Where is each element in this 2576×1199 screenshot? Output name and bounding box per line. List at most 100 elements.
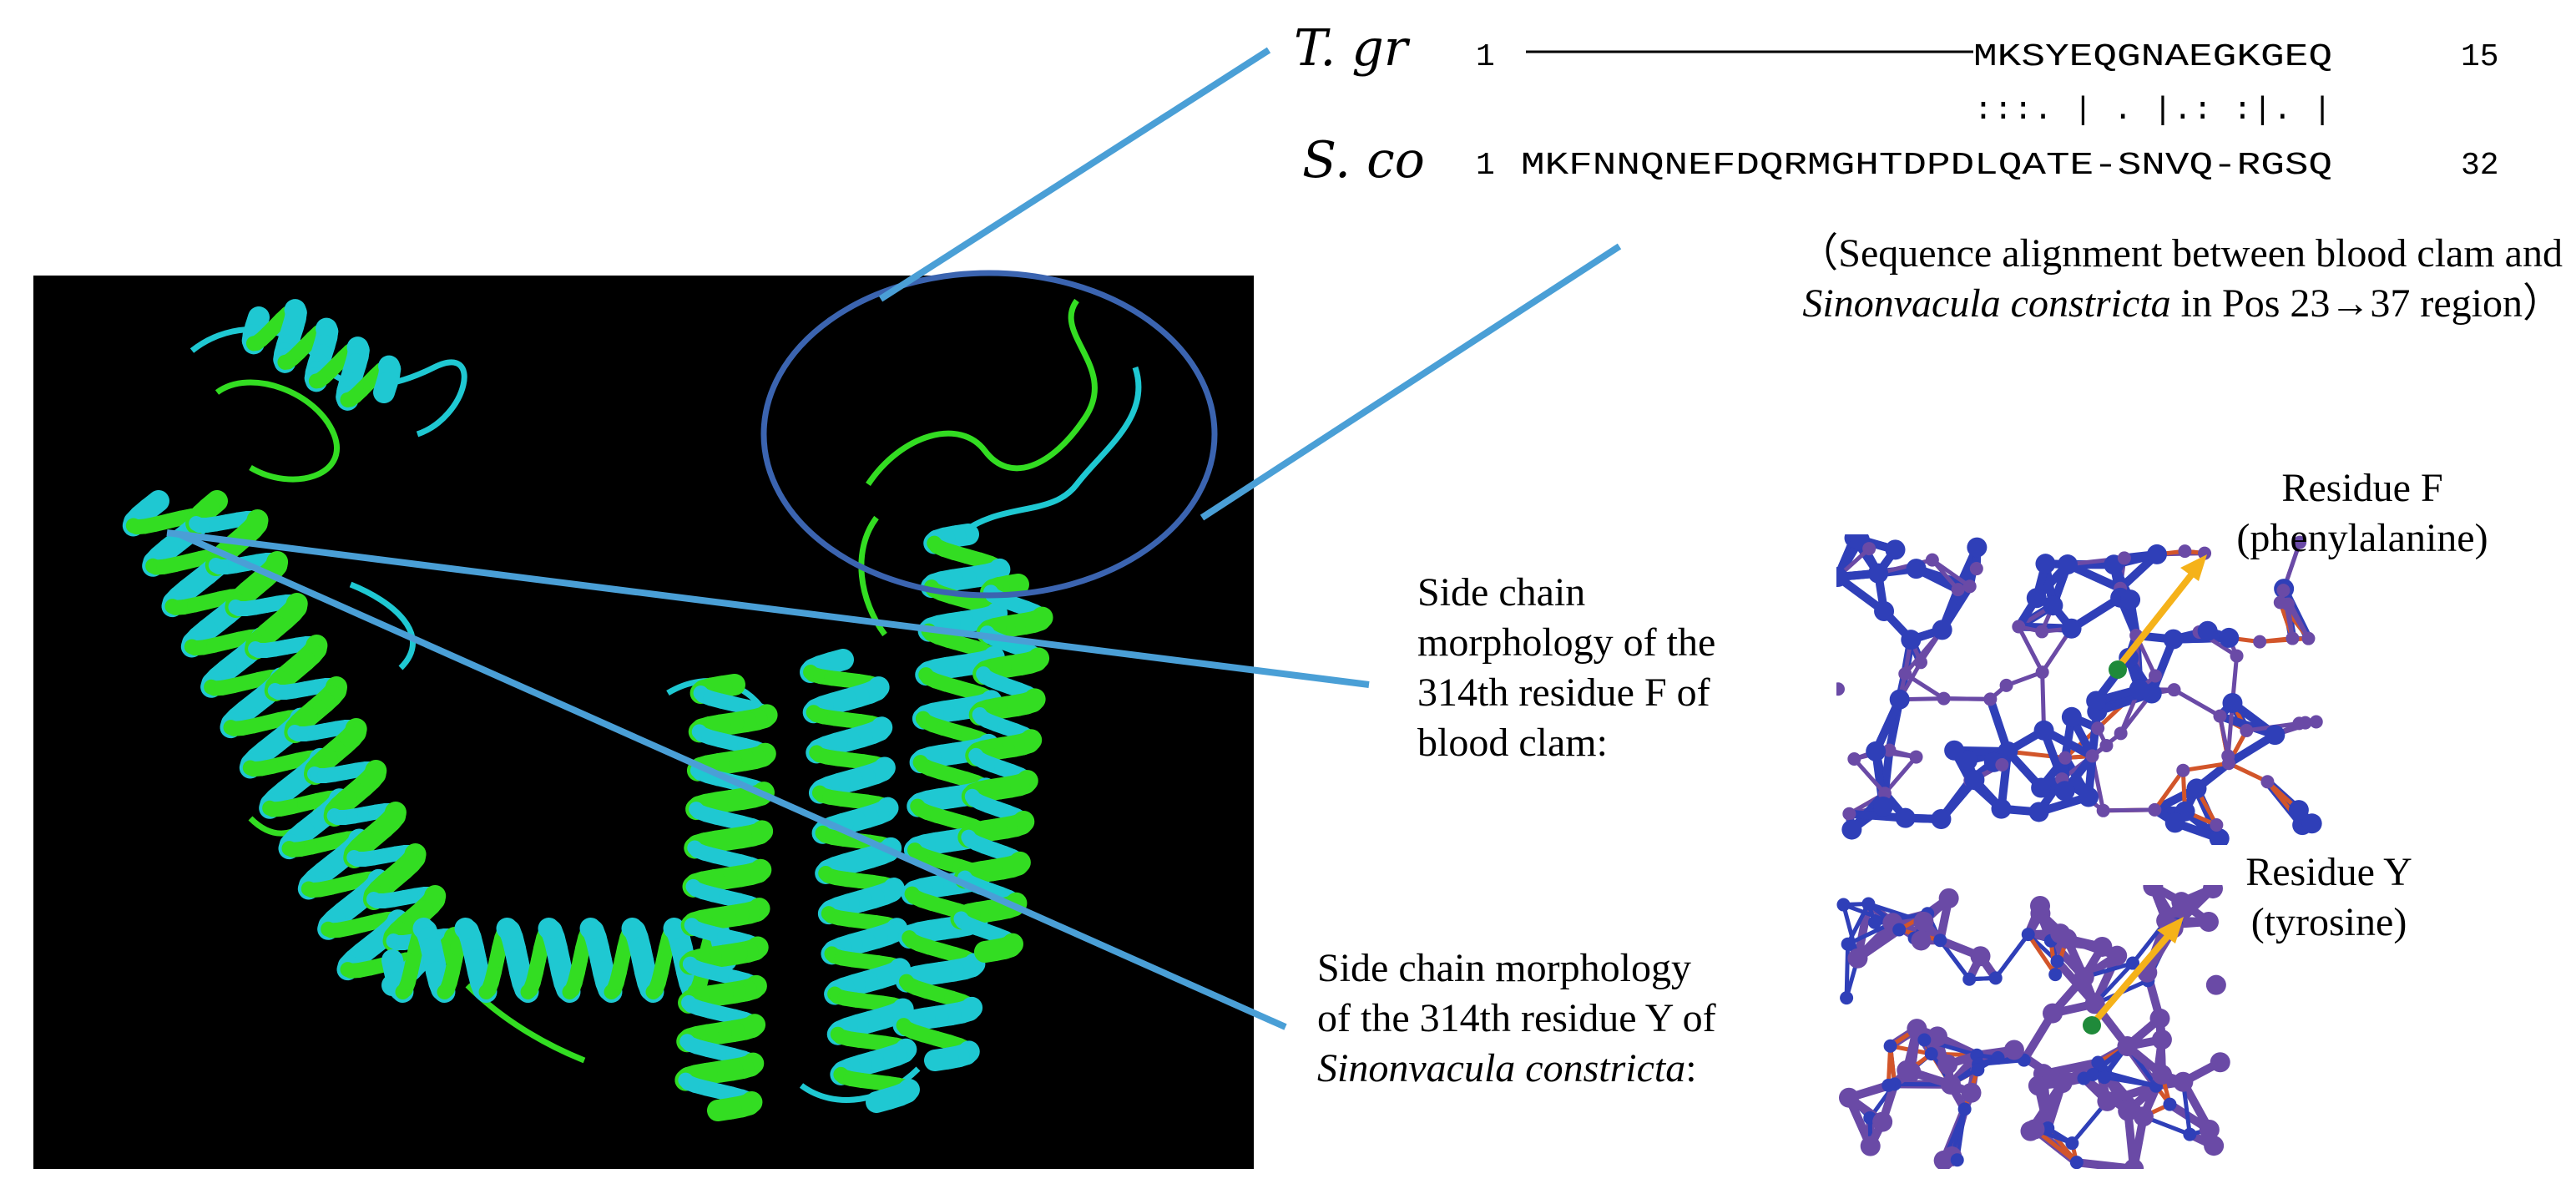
seq-bottom-sequence: MKFNNQNEFDQRMGHTDPDLQATE-SNVQ-RGSQ xyxy=(1521,148,2332,184)
atom xyxy=(2097,1090,2118,1111)
bond xyxy=(1846,903,1871,945)
bond xyxy=(1883,755,1918,795)
caption-line-1: （Sequence alignment between blood clam a… xyxy=(1798,231,2563,276)
atom xyxy=(1933,1150,1954,1169)
bond xyxy=(1938,938,1972,981)
atom xyxy=(2178,544,2192,559)
atom xyxy=(1938,888,1959,908)
atom xyxy=(1885,539,1906,560)
bond xyxy=(2104,1075,2157,1089)
atom xyxy=(2293,535,2307,549)
atom xyxy=(2096,803,2110,817)
atom xyxy=(2091,721,2105,736)
atom xyxy=(2281,597,2295,611)
caption-line-2: Sinonvacula constricta in Pos 23→37 regi… xyxy=(1569,279,2563,329)
atom xyxy=(2091,1055,2105,1070)
seq-top-end: 15 xyxy=(2461,39,2499,75)
atom xyxy=(2197,620,2218,641)
atom xyxy=(2126,956,2140,970)
coil-segment xyxy=(957,366,1142,537)
helix-segment xyxy=(707,1097,742,1121)
residue-y-molecule xyxy=(1836,885,2337,1169)
atom xyxy=(2050,923,2071,944)
structure-background xyxy=(33,276,1254,1169)
atom xyxy=(2301,631,2316,645)
residue-y-arrowhead xyxy=(2157,917,2184,944)
atom xyxy=(1967,537,1988,558)
atom xyxy=(1847,752,1861,766)
atom xyxy=(1933,933,1947,948)
atom xyxy=(2167,683,2181,697)
helix-segment xyxy=(924,1047,959,1071)
atom xyxy=(1838,1087,1859,1108)
atom xyxy=(2092,936,2113,957)
atom xyxy=(1913,911,1934,932)
atom xyxy=(2183,1127,2197,1141)
atom xyxy=(1897,1060,1917,1080)
bond xyxy=(2182,761,2230,773)
caption-species: Sinonvacula constricta xyxy=(1802,281,2171,326)
atom xyxy=(2012,620,2026,634)
atom xyxy=(1991,798,2012,819)
atom xyxy=(1867,915,1881,929)
atom xyxy=(1983,692,1998,706)
atom xyxy=(1866,741,1887,761)
atom xyxy=(2052,1073,2073,1094)
residue-f-arrow xyxy=(2114,569,2197,670)
atom xyxy=(1874,600,1895,621)
atom xyxy=(2078,787,2099,807)
atom xyxy=(1998,741,2018,761)
atom xyxy=(2050,954,2064,969)
bond xyxy=(1993,933,2030,979)
atom xyxy=(2276,584,2291,598)
atom xyxy=(2107,945,2128,966)
atom xyxy=(2292,716,2306,731)
atom xyxy=(2048,968,2063,982)
atom xyxy=(1964,770,1985,791)
residue-y-species: Sinonvacula constricta xyxy=(1317,1046,1686,1090)
atom xyxy=(2086,1068,2100,1082)
residue-y-desc-line-2: of the 314th residue Y of xyxy=(1317,996,1716,1040)
atom xyxy=(2117,551,2131,565)
residue-f-desc-line-1: Side chain xyxy=(1417,570,1586,615)
coil-segment xyxy=(215,379,340,483)
atom xyxy=(2035,625,2049,639)
residue-f-atom xyxy=(2109,660,2127,679)
atom xyxy=(1840,991,1854,1005)
atom xyxy=(2129,679,2149,700)
atom xyxy=(2099,738,2114,752)
atom xyxy=(2120,589,2141,610)
atom xyxy=(1862,542,1876,556)
atom xyxy=(1962,972,1977,986)
atom xyxy=(1937,1054,1958,1075)
seq-match-line: :::. | . |.: :|. | xyxy=(1973,93,2332,129)
highlight-ellipse xyxy=(760,270,1218,599)
atom xyxy=(2176,763,2190,777)
residue-f-desc-line-3: 314th residue F of xyxy=(1417,670,1710,715)
residue-y-desc-line-1: Side chain morphology xyxy=(1317,946,1691,990)
atom xyxy=(1836,682,1845,696)
atom xyxy=(1889,689,1910,710)
helix-segment xyxy=(866,1087,901,1113)
caption-region: in Pos 23→37 region） xyxy=(2170,281,2563,326)
atom xyxy=(2260,775,2275,789)
bond xyxy=(2103,807,2155,813)
atom xyxy=(1911,930,1932,951)
atom xyxy=(2210,818,2224,832)
residue-y-atom xyxy=(2083,1016,2101,1035)
atom xyxy=(2198,546,2212,560)
residue-f-title: Residue F xyxy=(2281,466,2443,510)
callout-line-residue-y xyxy=(178,531,1287,1030)
atom xyxy=(2028,802,2049,822)
atom xyxy=(2146,544,2167,564)
atom xyxy=(2058,751,2073,765)
atom xyxy=(1917,1033,1932,1047)
atom xyxy=(2043,1003,2063,1024)
atom xyxy=(2085,749,2099,763)
atom xyxy=(2149,1008,2170,1029)
atom xyxy=(1951,583,1965,597)
callout-line-alignment-bottom xyxy=(1200,243,1622,521)
atom xyxy=(2035,665,2049,680)
residue-arrows xyxy=(2083,554,2207,1035)
atom xyxy=(2026,588,2047,609)
